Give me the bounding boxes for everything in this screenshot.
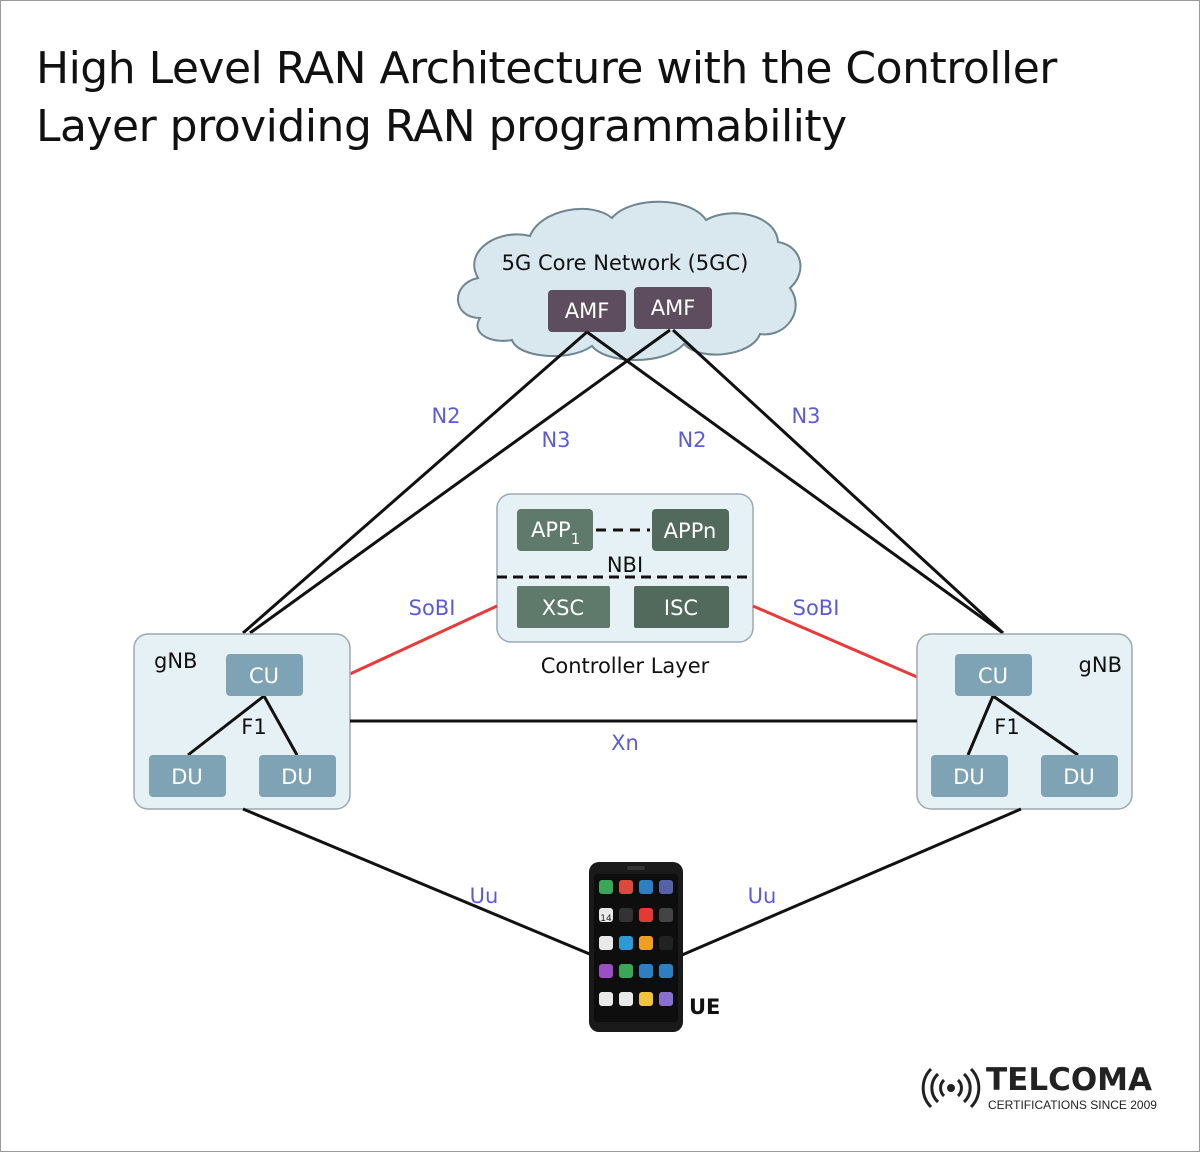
gnb-right-label: gNB xyxy=(1079,653,1122,677)
uu-link-left xyxy=(242,807,593,957)
du-box-left-1 xyxy=(149,755,226,797)
app-icon-tile xyxy=(619,936,633,950)
phone-date-tile: 14 xyxy=(600,914,612,924)
app-icon-tile xyxy=(639,880,653,894)
n2-label-right: N2 xyxy=(677,428,706,452)
f1-link-right-du2 xyxy=(992,694,1079,757)
gnb-left: gNB CU F1 DU DU xyxy=(133,633,351,810)
xsc-label: XSC xyxy=(542,596,584,620)
n3-label-left: N3 xyxy=(541,428,570,452)
core-network-label: 5G Core Network (5GC) xyxy=(502,251,749,275)
app-icon-tile xyxy=(639,964,653,978)
app1-label-base: APP xyxy=(531,518,571,542)
app-icon-tile xyxy=(659,992,673,1006)
app-icon-tile xyxy=(599,936,613,950)
ue-label: UE xyxy=(689,995,720,1019)
core-links xyxy=(242,328,1005,635)
controller-layer: APP1 APPn NBI XSC ISC Controller Layer xyxy=(496,493,754,678)
app-icon-tile xyxy=(599,992,613,1006)
app1-label-subscript: 1 xyxy=(571,530,581,548)
app-icon-tile xyxy=(599,908,613,922)
diagram-title: High Level RAN Architecture with the Con… xyxy=(36,43,1057,152)
isc-label: ISC xyxy=(664,596,698,620)
app1-box xyxy=(517,509,593,551)
amf-box-right xyxy=(634,287,712,329)
du-box-right-2 xyxy=(1041,755,1118,797)
phone-app-grid xyxy=(599,880,673,1006)
uu-label-left: Uu xyxy=(470,884,499,908)
phone-screen xyxy=(594,874,678,1022)
app-icon-tile xyxy=(619,964,633,978)
controller-layer-caption: Controller Layer xyxy=(541,654,710,678)
n3-link-right xyxy=(671,328,1005,635)
app-icon-tile xyxy=(659,936,673,950)
nbi-label: NBI xyxy=(607,553,643,577)
brand-tagline: CERTIFICATIONS SINCE 2009 xyxy=(988,1098,1157,1112)
n2-label-left: N2 xyxy=(431,404,460,428)
du-box-left-2 xyxy=(259,755,336,797)
du-label-right-2: DU xyxy=(1063,765,1095,789)
app-icon-tile xyxy=(639,936,653,950)
app1-label: APP1 xyxy=(531,518,580,548)
telcoma-brand: TELCOMA CERTIFICATIONS SINCE 2009 xyxy=(918,1062,1168,1114)
f1-label-right: F1 xyxy=(994,715,1019,739)
signal-waves-icon xyxy=(921,1067,981,1109)
cu-box-left xyxy=(226,654,303,696)
app-icon-tile xyxy=(639,992,653,1006)
n3-link-left xyxy=(249,328,671,635)
isc-box xyxy=(634,586,729,628)
brand-name: TELCOMA xyxy=(986,1062,1153,1098)
cu-box-right xyxy=(955,654,1032,696)
du-box-right-1 xyxy=(931,755,1008,797)
gnb-left-label: gNB xyxy=(154,649,197,673)
amf-box-left xyxy=(548,290,626,332)
app-icon-tile xyxy=(659,880,673,894)
app-icon-tile xyxy=(619,908,633,922)
cloud-shape xyxy=(457,200,802,361)
app-icon-tile xyxy=(639,908,653,922)
app-icon-tile xyxy=(659,908,673,922)
du-label-right-1: DU xyxy=(953,765,985,789)
f1-link-left-du2 xyxy=(262,695,299,756)
app-icon-tile xyxy=(619,880,633,894)
n3-label-right: N3 xyxy=(791,404,820,428)
app-icon-tile xyxy=(599,964,613,978)
f1-label-left: F1 xyxy=(241,715,266,739)
uu-label-right: Uu xyxy=(748,884,777,908)
sobi-label-left: SoBI xyxy=(409,596,456,620)
amf-label-right: AMF xyxy=(651,296,696,320)
n2-link-left xyxy=(242,330,588,635)
f1-link-right-du1 xyxy=(966,695,995,756)
app-icon-tile xyxy=(659,964,673,978)
appn-box xyxy=(652,509,729,551)
app-icon-tile xyxy=(619,992,633,1006)
gnb-right: gNB CU F1 DU DU xyxy=(916,633,1133,810)
cu-label-right: CU xyxy=(978,664,1008,688)
appn-label: APPn xyxy=(664,519,717,543)
uu-link-right xyxy=(681,807,1022,957)
uu-links xyxy=(242,807,1022,957)
du-label-left-1: DU xyxy=(171,765,203,789)
xn-label: Xn xyxy=(611,731,639,755)
ue-smartphone: 14 xyxy=(589,862,683,1032)
cu-label-left: CU xyxy=(249,664,279,688)
du-label-left-2: DU xyxy=(281,765,313,789)
sobi-label-right: SoBI xyxy=(793,596,840,620)
amf-label-left: AMF xyxy=(565,299,610,323)
phone-notch xyxy=(627,866,645,870)
f1-link-left-du1 xyxy=(187,694,265,757)
app-icon-tile xyxy=(599,880,613,894)
xsc-box xyxy=(517,586,610,628)
core-network-cloud: 5G Core Network (5GC) AMF AMF xyxy=(457,200,802,361)
n2-link-right xyxy=(586,330,1004,635)
